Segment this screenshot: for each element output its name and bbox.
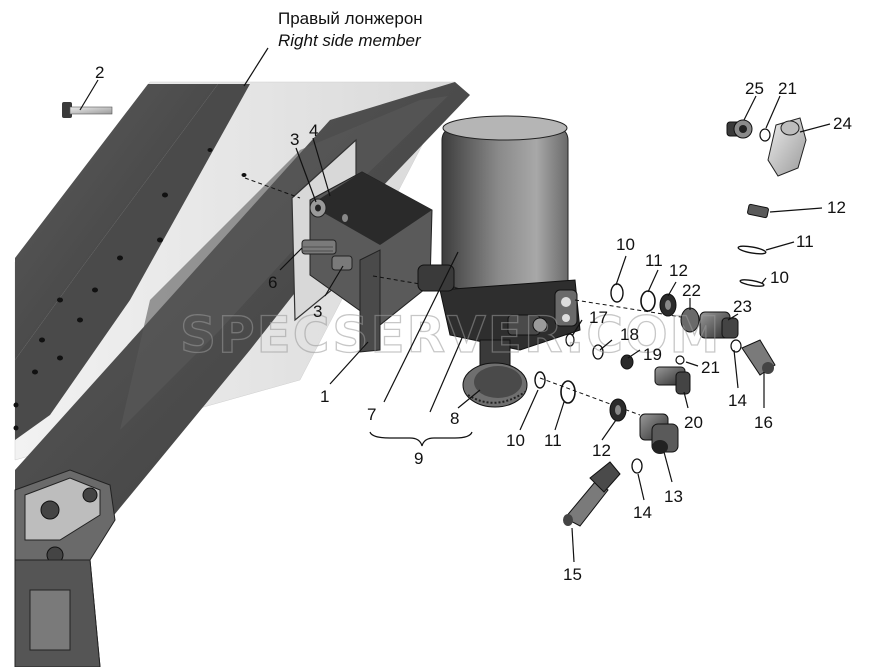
label-7: 7	[367, 405, 376, 424]
union-24	[767, 117, 807, 177]
label-11c: 11	[796, 232, 814, 251]
label-14b: 14	[633, 503, 652, 522]
title-russian: Правый лонжерон	[278, 9, 423, 28]
label-4: 4	[309, 121, 318, 140]
o-ring-21a	[675, 355, 685, 365]
connector-15	[563, 461, 621, 527]
label-24: 24	[833, 114, 852, 133]
label-18: 18	[620, 325, 639, 344]
label-12a: 12	[669, 261, 688, 280]
label-9: 9	[414, 449, 423, 468]
gasket-17	[565, 333, 575, 347]
o-ring-11c	[737, 245, 767, 255]
plug-25	[726, 119, 753, 139]
label-22: 22	[682, 281, 701, 300]
o-ring-11b	[560, 380, 576, 404]
label-23: 23	[733, 297, 752, 316]
washer-12c	[747, 203, 769, 219]
watermark: SPECSERVER.COM	[180, 306, 721, 364]
label-2: 2	[95, 63, 104, 82]
label-21b: 21	[778, 79, 797, 98]
label-17: 17	[589, 308, 608, 327]
label-3a: 3	[290, 130, 299, 149]
washer-19	[620, 354, 634, 370]
side-member-frame	[13, 81, 470, 667]
connector-16	[741, 339, 776, 376]
cross-member	[14, 469, 116, 667]
label-1: 1	[320, 387, 329, 406]
bracket-1	[291, 138, 433, 353]
brace-9	[369, 431, 473, 447]
label-10b: 10	[506, 431, 525, 450]
label-16: 16	[754, 413, 773, 432]
label-14a: 14	[728, 391, 747, 410]
title-leader	[243, 47, 269, 87]
label-11b: 11	[544, 431, 562, 450]
o-ring-18	[592, 344, 604, 360]
label-8: 8	[450, 409, 459, 428]
label-19: 19	[643, 345, 662, 364]
lower-fittings	[534, 333, 691, 527]
elbow-fitting-13	[639, 413, 679, 454]
elbow-fitting-20	[654, 366, 691, 395]
ring-14a	[730, 339, 742, 353]
label-12c: 12	[827, 198, 846, 217]
nut-3	[309, 198, 327, 218]
gasket-10b	[534, 371, 546, 389]
elbow-fitting-23	[699, 311, 739, 339]
label-3b: 3	[313, 302, 322, 321]
frame-holes	[13, 148, 247, 431]
ring-14b	[631, 458, 643, 474]
label-10c: 10	[770, 268, 789, 287]
bolts-6	[301, 239, 353, 271]
part-labels: 2 3 4 6 3 1 7 8 9 10 11 12 22 17 18 19 2…	[95, 63, 852, 584]
top-right-fittings	[726, 117, 807, 287]
o-ring-21b	[759, 128, 771, 142]
label-12b: 12	[592, 441, 611, 460]
label-6: 6	[268, 273, 277, 292]
gasket-10a	[610, 283, 624, 303]
bolt-2	[62, 102, 113, 118]
title-english: Right side member	[278, 31, 422, 50]
label-13: 13	[664, 487, 683, 506]
upper-fittings	[574, 283, 776, 376]
label-15: 15	[563, 565, 582, 584]
label-11a: 11	[645, 251, 663, 270]
drain-valve-8	[462, 339, 528, 408]
leader-lines	[79, 79, 831, 563]
label-10a: 10	[616, 235, 635, 254]
dryer-cylinder-7	[417, 115, 581, 351]
label-21a: 21	[701, 358, 720, 377]
gasket-10c	[739, 279, 765, 287]
label-25: 25	[745, 79, 764, 98]
label-20: 20	[684, 413, 703, 432]
